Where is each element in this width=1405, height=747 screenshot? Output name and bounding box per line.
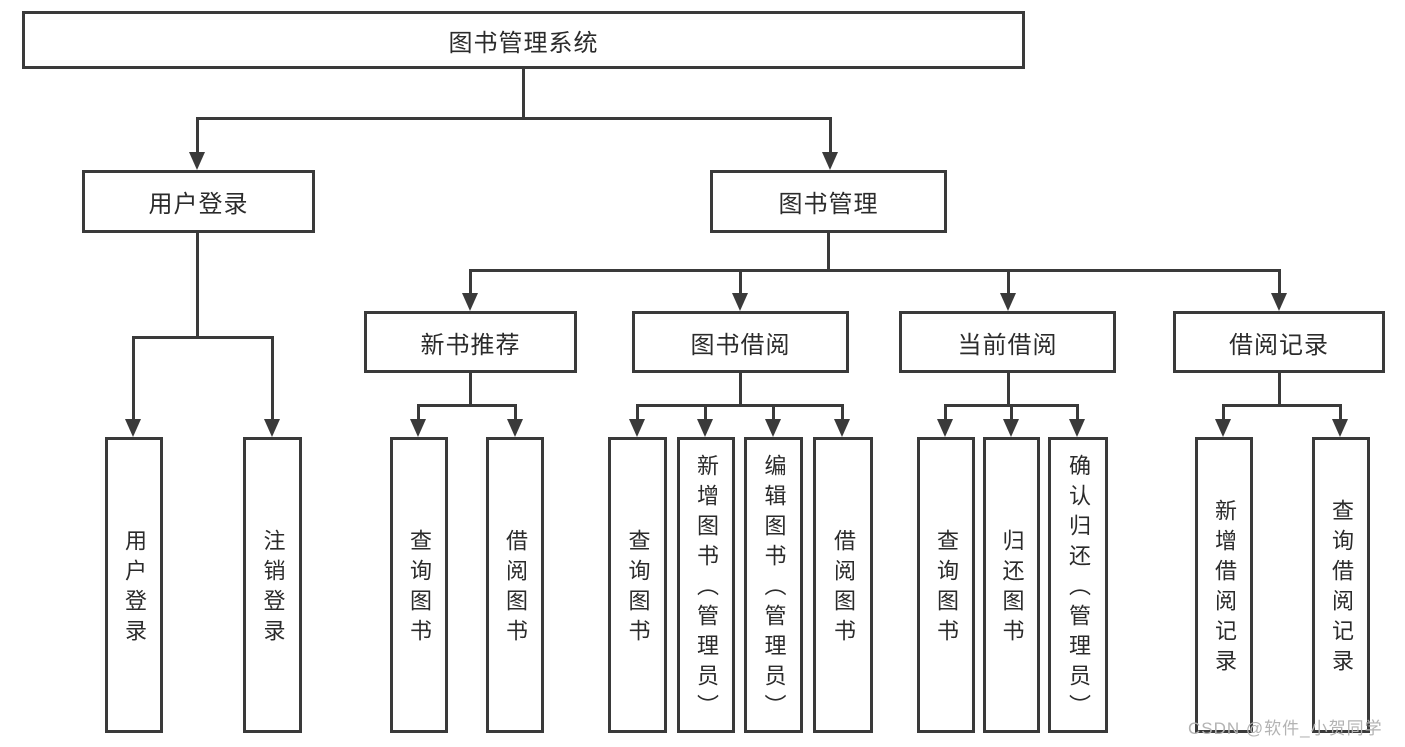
node-book-borrow: 图书借阅: [632, 311, 849, 373]
connector-line: [417, 404, 517, 407]
connector-line: [1222, 404, 1225, 419]
arrowhead-icon: [834, 419, 850, 437]
connector-line: [772, 404, 775, 419]
node-root: 图书管理系统: [22, 11, 1025, 69]
node-borrow-record: 借阅记录: [1173, 311, 1385, 373]
connector-line: [417, 404, 420, 419]
leaf-borrow-book-label: 借阅图书: [831, 529, 856, 649]
connector-line: [1076, 404, 1079, 419]
arrowhead-icon: [1332, 419, 1348, 437]
connector-line: [739, 269, 742, 293]
leaf-confirm-return-admin-label: 确认归还（管理员）: [1066, 454, 1091, 724]
node-borrow-record-label: 借阅记录: [1229, 331, 1329, 359]
arrowhead-icon: [822, 152, 838, 170]
node-root-label: 图书管理系统: [448, 29, 599, 57]
leaf-borrow-query-book-label: 查询图书: [625, 529, 651, 649]
connector-line: [514, 404, 517, 419]
node-book-borrow-label: 图书借阅: [690, 331, 791, 359]
leaf-return-book: 归还图书: [983, 437, 1040, 733]
arrowhead-icon: [1003, 419, 1019, 437]
connector-line: [1278, 269, 1281, 293]
node-user-login: 用户登录: [82, 170, 315, 233]
leaf-add-book-admin-label: 新增图书（管理员）: [694, 454, 719, 724]
connector-line: [132, 336, 274, 339]
leaf-edit-book-admin: 编辑图书（管理员）: [744, 437, 803, 733]
arrowhead-icon: [125, 419, 141, 437]
node-new-book-recommend: 新书推荐: [364, 311, 577, 373]
leaf-return-book-label: 归还图书: [999, 529, 1025, 649]
connector-line: [1010, 404, 1013, 419]
leaf-borrow-book: 借阅图书: [813, 437, 873, 733]
node-current-borrow-label: 当前借阅: [957, 331, 1058, 359]
connector-line: [196, 117, 832, 120]
connector-line: [469, 269, 1281, 272]
leaf-borrow-query-book: 查询图书: [608, 437, 667, 733]
leaf-logout-label: 注销登录: [260, 529, 286, 649]
connector-line: [271, 336, 274, 419]
arrowhead-icon: [410, 419, 426, 437]
node-user-login-label: 用户登录: [148, 191, 249, 218]
leaf-logout: 注销登录: [243, 437, 302, 733]
leaf-current-query-book: 查询图书: [917, 437, 975, 733]
connector-line: [1007, 373, 1010, 405]
leaf-newbook-query-book-label: 查询图书: [407, 529, 432, 649]
arrowhead-icon: [765, 419, 781, 437]
arrowhead-icon: [1271, 293, 1287, 311]
leaf-current-query-book-label: 查询图书: [934, 529, 959, 649]
arrowhead-icon: [629, 419, 645, 437]
arrowhead-icon: [1069, 419, 1085, 437]
arrowhead-icon: [1215, 419, 1231, 437]
connector-line: [704, 404, 707, 419]
connector-line: [196, 233, 199, 337]
connector-line: [196, 117, 199, 152]
node-new-book-recommend-label: 新书推荐: [420, 331, 521, 359]
leaf-user-login: 用户登录: [105, 437, 163, 733]
arrowhead-icon: [264, 419, 280, 437]
leaf-newbook-borrow-book: 借阅图书: [486, 437, 544, 733]
node-book-management-label: 图书管理: [778, 191, 879, 218]
arrowhead-icon: [697, 419, 713, 437]
leaf-newbook-borrow-book-label: 借阅图书: [503, 529, 528, 649]
arrowhead-icon: [937, 419, 953, 437]
connector-line: [829, 117, 832, 152]
arrowhead-icon: [507, 419, 523, 437]
leaf-add-book-admin: 新增图书（管理员）: [677, 437, 735, 733]
connector-line: [469, 269, 472, 293]
connector-line: [636, 404, 844, 407]
arrowhead-icon: [1000, 293, 1016, 311]
leaf-query-borrow-record-label: 查询借阅记录: [1329, 499, 1354, 679]
leaf-confirm-return-admin: 确认归还（管理员）: [1048, 437, 1108, 733]
connector-line: [1222, 404, 1342, 407]
arrowhead-icon: [462, 293, 478, 311]
connector-line: [1278, 373, 1281, 405]
arrowhead-icon: [189, 152, 205, 170]
leaf-user-login-label: 用户登录: [122, 529, 147, 649]
connector-line: [944, 404, 947, 419]
connector-line: [739, 373, 742, 405]
leaf-newbook-query-book: 查询图书: [390, 437, 448, 733]
leaf-edit-book-admin-label: 编辑图书（管理员）: [761, 454, 787, 724]
leaf-query-borrow-record: 查询借阅记录: [1312, 437, 1370, 733]
connector-line: [469, 373, 472, 405]
leaf-add-borrow-record-label: 新增借阅记录: [1212, 499, 1237, 679]
csdn-watermark: CSDN @软件_小贺同学: [1188, 719, 1383, 738]
connector-line: [522, 69, 525, 118]
connector-line: [827, 233, 830, 270]
connector-line: [841, 404, 844, 419]
connector-line: [1007, 269, 1010, 293]
connector-line: [636, 404, 639, 419]
leaf-add-borrow-record: 新增借阅记录: [1195, 437, 1253, 733]
connector-line: [132, 336, 135, 419]
connector-line: [1339, 404, 1342, 419]
node-book-management: 图书管理: [710, 170, 947, 233]
node-current-borrow: 当前借阅: [899, 311, 1116, 373]
arrowhead-icon: [732, 293, 748, 311]
